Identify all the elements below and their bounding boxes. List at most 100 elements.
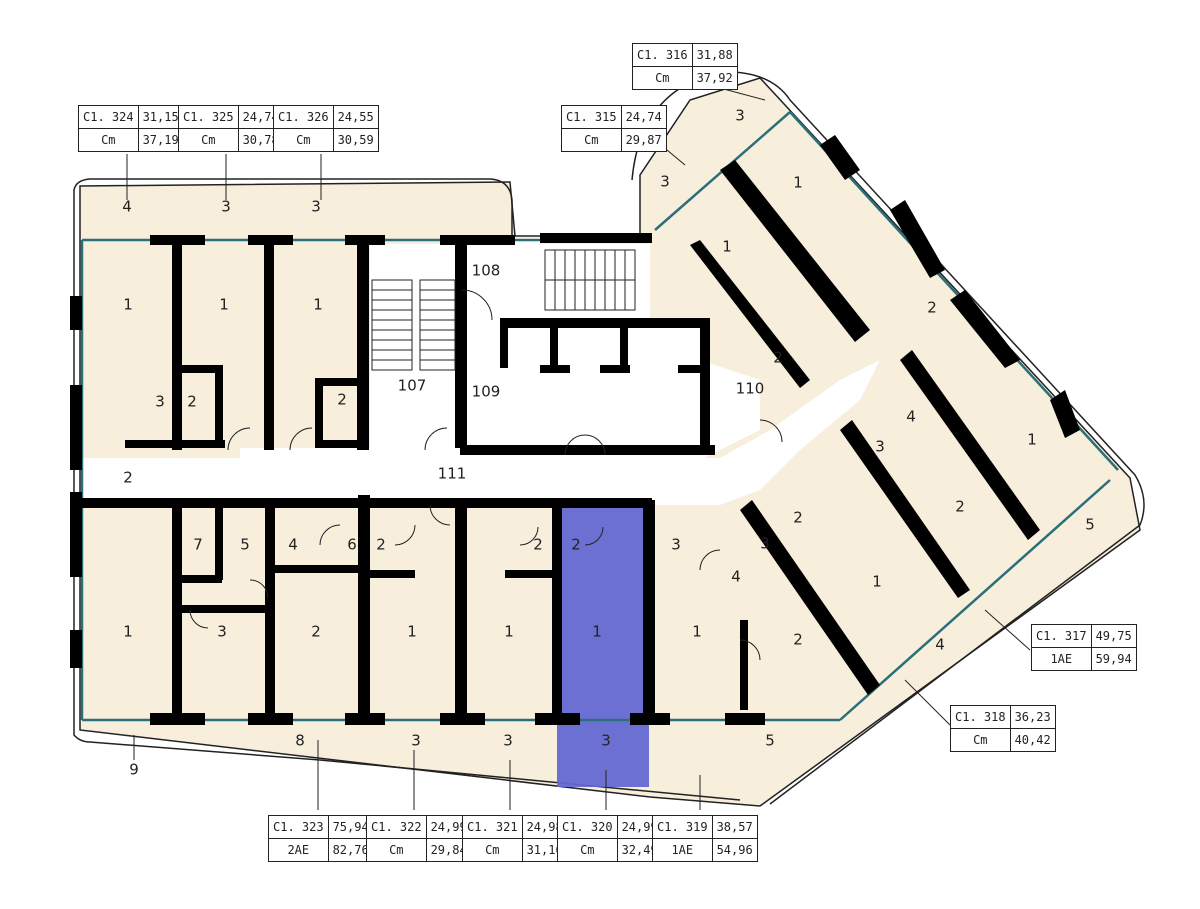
leader-lines: [126, 87, 1031, 810]
room-labels: 1 1 1 4 3 3 3 2 2 2 107 108 109 110 111 …: [122, 107, 1095, 779]
room-label: 5: [1085, 516, 1095, 534]
room-label: 1: [407, 623, 417, 641]
room-label: 2: [793, 631, 803, 649]
room-label: 3: [411, 732, 421, 750]
room-label: 4: [906, 408, 916, 426]
unit-area: 49,75: [1090, 624, 1137, 648]
unit-total: 30,59: [332, 128, 379, 152]
corridor-111: [82, 360, 880, 505]
room-label: 1: [219, 296, 229, 314]
unit-code: С1. 321: [462, 815, 523, 839]
room-label: 3: [735, 107, 745, 125]
room-label: 4: [731, 568, 741, 586]
unit-type: 1AE: [652, 838, 713, 862]
unit-type: Cm: [557, 838, 618, 862]
room-label: 3: [760, 535, 770, 553]
room-label: 8: [295, 732, 305, 750]
unit-code: С1. 317: [1031, 624, 1092, 648]
room-label: 1: [592, 623, 602, 641]
room-label: 110: [736, 380, 765, 398]
stairs-107: [371, 279, 456, 371]
unit-code: С1. 326: [273, 105, 334, 129]
balcony-rail-west: [73, 190, 741, 801]
room-label: 2: [773, 349, 783, 367]
room-label: 3: [221, 198, 231, 216]
room-label: 4: [122, 198, 132, 216]
room-label: 5: [240, 536, 250, 554]
unit-type: Cm: [78, 128, 139, 152]
room-label: 3: [217, 623, 227, 641]
room-label: 1: [123, 623, 133, 641]
room-label: 4: [935, 636, 945, 654]
room-label: 2: [187, 393, 197, 411]
unit-type: Cm: [950, 728, 1011, 752]
unit-code: С1. 323: [268, 815, 329, 839]
room-label: 3: [671, 536, 681, 554]
room-label: 3: [311, 198, 321, 216]
unit-type: Cm: [178, 128, 239, 152]
room-label: 9: [129, 761, 139, 779]
unit-type: Cm: [462, 838, 523, 862]
walls: [70, 135, 1080, 725]
selected-unit-320[interactable]: [557, 505, 649, 787]
unit-area: 24,55: [332, 105, 379, 129]
unit-code: С1. 325: [178, 105, 239, 129]
room-label: 111: [438, 465, 467, 483]
unit-total: 29,87: [620, 128, 667, 152]
room-label: 1: [793, 174, 803, 192]
unit-type: Cm: [632, 66, 693, 90]
unit-type: Cm: [273, 128, 334, 152]
room-label: 1: [123, 296, 133, 314]
room-label: 5: [765, 732, 775, 750]
room-label: 3: [601, 732, 611, 750]
room-label: 1: [872, 573, 882, 591]
room-label: 1: [313, 296, 323, 314]
room-label: 4: [288, 536, 298, 554]
room-label: 7: [193, 536, 203, 554]
unit-area: 38,57: [711, 815, 758, 839]
unit-area: 31,15: [137, 105, 184, 129]
room-label: 2: [955, 498, 965, 516]
unit-type: 1AE: [1031, 647, 1092, 671]
room-label: 2: [533, 536, 543, 554]
unit-total: 40,42: [1009, 728, 1056, 752]
room-label: 2: [337, 391, 347, 409]
doors: [189, 289, 783, 661]
room-label: 2: [311, 623, 321, 641]
room-label: 2: [123, 469, 133, 487]
room-label: 3: [155, 393, 165, 411]
room-label: 108: [472, 262, 501, 280]
unit-type: Cm: [366, 838, 427, 862]
room-label: 1: [504, 623, 514, 641]
unit-code: С1. 320: [557, 815, 618, 839]
room-label: 2: [927, 299, 937, 317]
unit-area: 31,88: [691, 43, 738, 67]
unit-total: 59,94: [1090, 647, 1137, 671]
room-label: 1: [692, 623, 702, 641]
stairs-108: [544, 249, 636, 311]
unit-type: Cm: [561, 128, 622, 152]
room-label: 3: [503, 732, 513, 750]
unit-area: 36,23: [1009, 705, 1056, 729]
room-label: 109: [472, 383, 501, 401]
room-label: 6: [347, 536, 357, 554]
unit-type: 2AE: [268, 838, 329, 862]
room-label: 2: [376, 536, 386, 554]
room-label: 107: [398, 377, 427, 395]
unit-code: С1. 316: [632, 43, 693, 67]
unit-area: 24,74: [620, 105, 667, 129]
unit-total: 37,19: [137, 128, 184, 152]
